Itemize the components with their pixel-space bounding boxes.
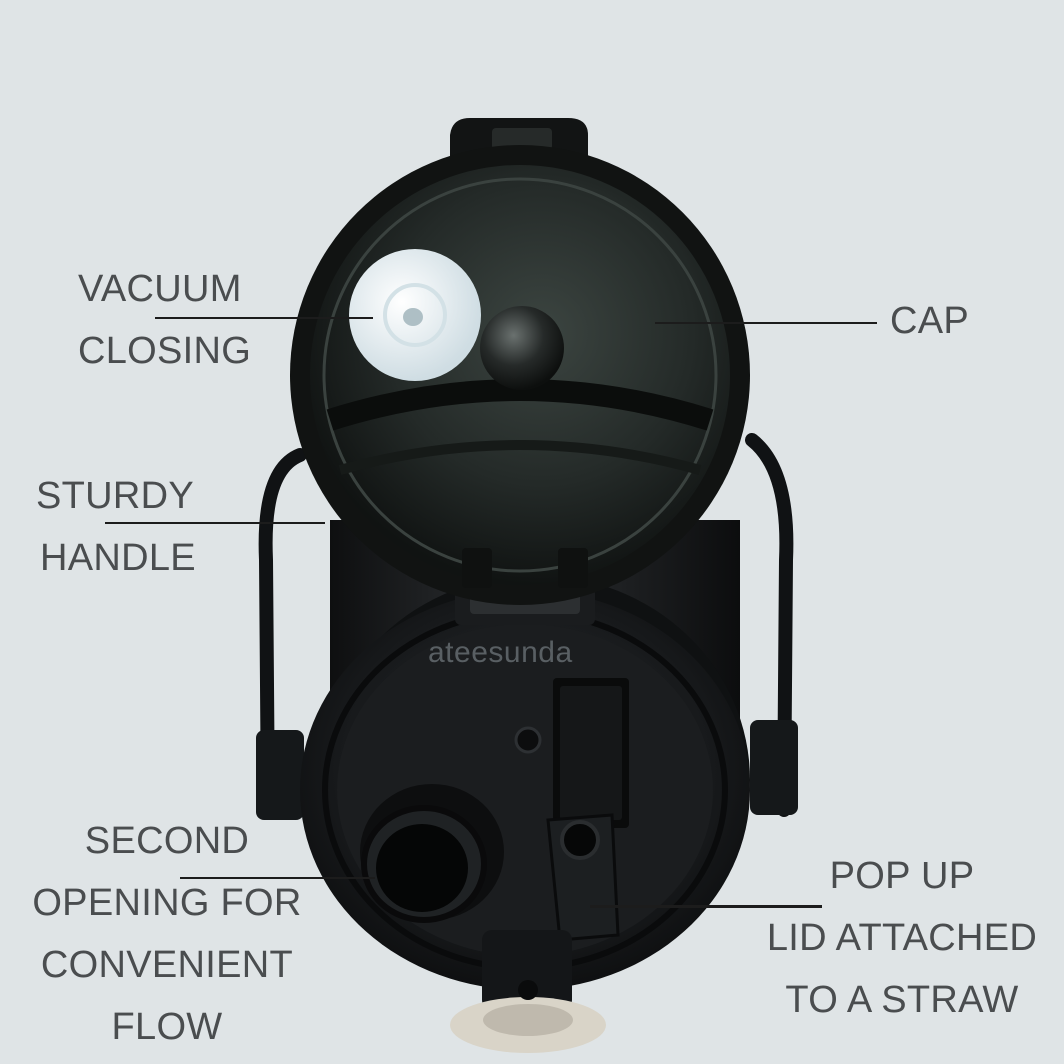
label-vacuum-closing: VACUUM CLOSING <box>78 258 258 382</box>
label-vacuum-line1: VACUUM <box>78 268 242 310</box>
leader-handle <box>105 522 325 524</box>
label-cap-line1: CAP <box>890 300 970 342</box>
label-second-line4: FLOW <box>111 1006 223 1048</box>
leader-vacuum <box>155 317 373 319</box>
vacuum-seal <box>349 249 481 381</box>
label-vacuum-line2: CLOSING <box>78 330 252 372</box>
label-popup-line3: TO A STRAW <box>785 979 1019 1021</box>
handle <box>258 433 794 817</box>
leader-cap <box>655 322 877 324</box>
label-popup-line1: POP UP <box>829 855 975 897</box>
label-handle-line2: HANDLE <box>40 537 196 579</box>
label-cap: CAP <box>890 290 969 352</box>
label-second-line2: OPENING FOR <box>32 882 302 924</box>
screw-dot <box>514 726 542 754</box>
leader-pop-up-lid <box>590 905 822 908</box>
label-sturdy-handle: STURDY HANDLE <box>36 465 196 589</box>
label-pop-up-lid: POP UP LID ATTACHED TO A STRAW <box>762 845 1042 1031</box>
bottom-latch <box>450 930 606 1053</box>
label-popup-line2: LID ATTACHED <box>766 917 1038 959</box>
cap-knob <box>480 306 564 390</box>
pop-up-straw-lid <box>546 678 629 942</box>
second-opening <box>360 784 504 923</box>
leader-second-opening <box>180 877 375 879</box>
label-second-line3: CONVENIENT <box>40 944 294 986</box>
watermark-text: ateesunda <box>428 636 573 669</box>
label-second-opening: SECOND OPENING FOR CONVENIENT FLOW <box>22 810 312 1058</box>
label-second-line1: SECOND <box>84 820 250 862</box>
handle-mounts <box>256 720 798 820</box>
label-handle-line1: STURDY <box>36 475 195 517</box>
